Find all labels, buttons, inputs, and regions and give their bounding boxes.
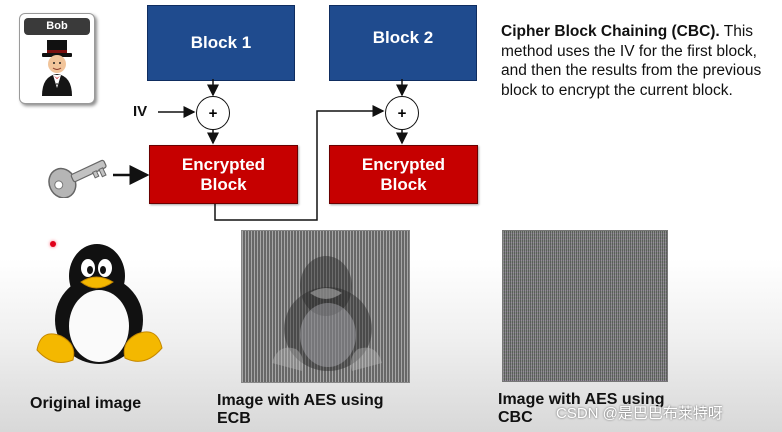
cbc-description: Cipher Block Chaining (CBC). This method… [501,22,771,100]
ecb-encrypted-image [241,230,410,383]
encrypted-block-2: Encrypted Block [329,145,478,204]
xor-1-symbol: + [209,105,218,122]
cbc-description-title: Cipher Block Chaining (CBC). [501,23,720,40]
caption-ecb-line1: Image with AES using [217,392,384,410]
watermark: CSDN @是巴巴布莱特呀 [556,402,723,423]
encrypted-block-1-line2: Block [182,175,265,195]
xor-icon: + [196,96,230,130]
cbc-encrypted-image [502,230,668,382]
xor-icon: + [385,96,419,130]
caption-original: Original image [30,395,141,413]
penguin-icon [33,240,166,370]
encrypted-block-1-line1: Encrypted [182,155,265,175]
ecb-penguin-outline [242,231,409,382]
encrypted-block-1: Encrypted Block [149,145,298,204]
caption-ecb-line2: ECB [217,410,384,428]
key-icon [43,146,111,198]
iv-label: IV [133,103,147,120]
encrypted-block-2-line1: Encrypted [362,155,445,175]
caption-ecb: Image with AES using ECB [217,392,384,428]
encrypted-block-2-line2: Block [362,175,445,195]
xor-2-symbol: + [398,105,407,122]
